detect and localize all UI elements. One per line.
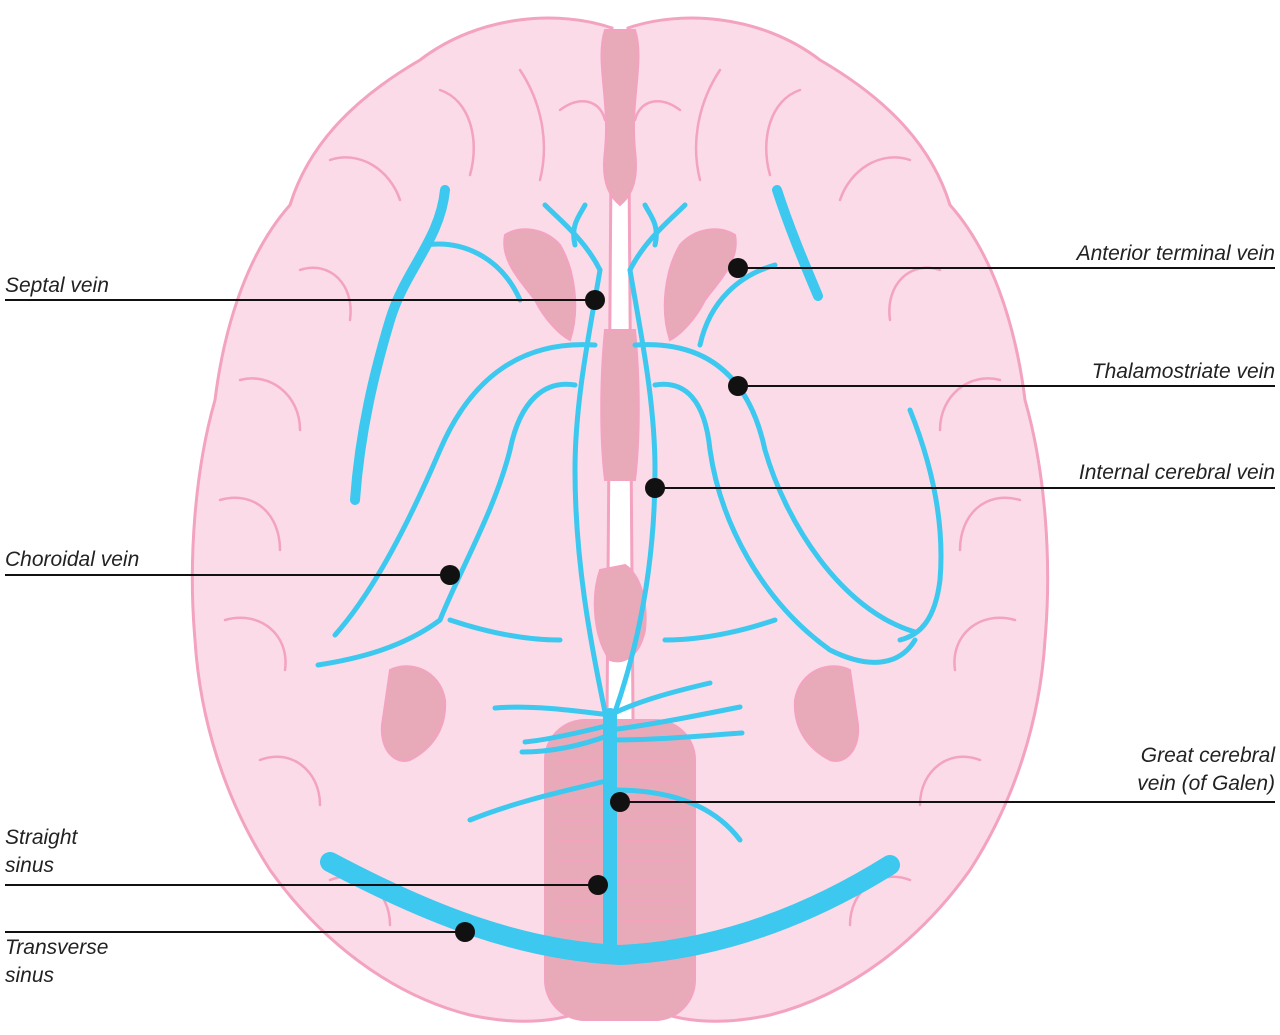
left-hemisphere [190, 16, 614, 1023]
brainstem-region [544, 719, 696, 1021]
gyri-lines [218, 68, 1022, 927]
left-lateral-ventricle-horn [380, 665, 447, 762]
right-lateral-vessel [897, 407, 944, 643]
right-anterior-terminal-vessel [772, 185, 823, 301]
marker-great-cerebral-vein [610, 792, 630, 812]
left-thalamostriate-vessel [332, 342, 598, 638]
label-septal-vein: Septal vein [5, 272, 109, 300]
right-choroidal-vessel [652, 381, 918, 665]
marker-anterior-terminal-vein [728, 258, 748, 278]
right-thalamostriate-vessel [632, 342, 918, 635]
label-thalamostriate-vein-line-1: Thalamostriate vein [1091, 360, 1275, 383]
third-ventricle [600, 329, 640, 481]
label-transverse-sinus: Transverse sinus [5, 934, 108, 990]
pineal-region [593, 563, 647, 663]
right-lateral-ventricle-horn [793, 665, 860, 762]
vermis-stripes [555, 759, 685, 921]
label-anterior-terminal-vein: Anterior terminal vein [1077, 240, 1275, 268]
longitudinal-fissure [600, 29, 640, 207]
label-straight-sinus-line-2: sinus [5, 854, 55, 877]
left-anterior-terminal-vessel [350, 185, 450, 505]
venous-system [315, 185, 944, 965]
label-straight-sinus: Straight sinus [5, 824, 77, 880]
left-caudate-head [503, 228, 577, 342]
label-straight-sinus-line-1: Straight [5, 826, 78, 849]
label-septal-vein-line-1: Septal vein [5, 274, 109, 297]
label-great-cerebral-vein-line-1: Great cerebral [1140, 744, 1275, 767]
marker-transverse-sinus [455, 922, 475, 942]
label-transverse-sinus-line-1: Transverse [5, 936, 109, 959]
label-transverse-sinus-line-2: sinus [5, 964, 55, 987]
label-choroidal-vein-line-1: Choroidal vein [5, 548, 140, 571]
marker-straight-sinus [588, 875, 608, 895]
label-internal-cerebral-vein-line-1: Internal cerebral vein [1078, 461, 1275, 484]
marker-internal-cerebral-vein [645, 478, 665, 498]
leader-lines [5, 267, 1275, 933]
transverse-sinus-vessel [320, 852, 900, 965]
left-internal-cerebral-vessel [572, 267, 608, 715]
label-internal-cerebral-vein: Internal cerebral vein [1079, 459, 1275, 487]
label-choroidal-vein: Choroidal vein [5, 546, 139, 574]
marker-septal-vein [585, 290, 605, 310]
marker-dots [440, 258, 748, 942]
marker-choroidal-vein [440, 565, 460, 585]
marker-thalamostriate-vein [728, 376, 748, 396]
label-great-cerebral-vein: Great cerebral vein (of Galen) [1137, 742, 1275, 798]
left-choroidal-vessel [315, 381, 578, 668]
label-anterior-terminal-vein-line-1: Anterior terminal vein [1076, 242, 1275, 265]
label-great-cerebral-vein-line-2: vein (of Galen) [1137, 772, 1275, 795]
label-thalamostriate-vein: Thalamostriate vein [1092, 358, 1275, 386]
right-caudate-head [663, 228, 737, 342]
right-internal-cerebral-vessel [612, 267, 658, 715]
